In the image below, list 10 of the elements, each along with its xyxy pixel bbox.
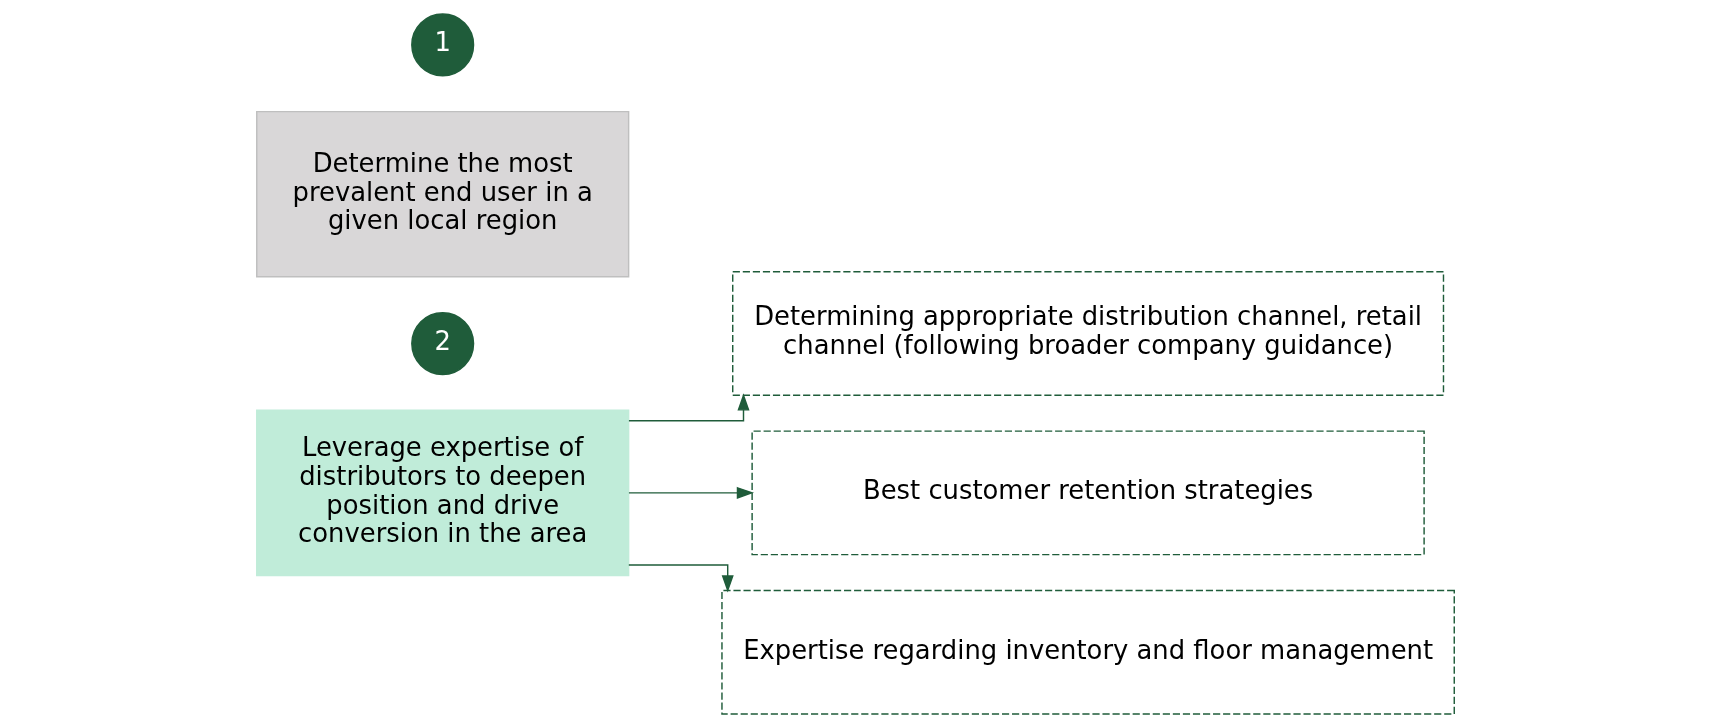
node-box: Determine the most prevalent end user in a given local region [255, 110, 629, 278]
node-circle: 2 [410, 311, 474, 376]
arrow [627, 486, 754, 499]
node-box: Best customer retention strategies [750, 430, 1425, 556]
node-circle: 1 [410, 13, 474, 77]
node-box: Leverage expertise of distributors to deepen position and drive conversion in the area [255, 409, 629, 577]
node-box: Expertise regarding inventory and floor management [720, 589, 1455, 715]
arrow [627, 393, 750, 422]
arrow [627, 564, 734, 593]
node-box: Determining appropriate distribution channel, retail channel (following broader company guidance) [731, 271, 1444, 396]
